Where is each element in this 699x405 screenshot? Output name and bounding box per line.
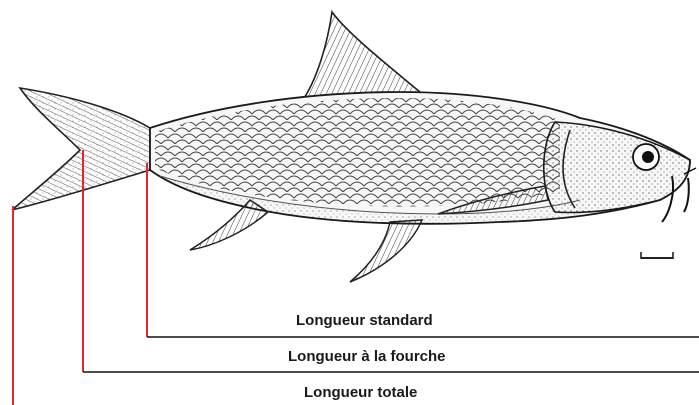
pelvic-fin <box>190 200 268 250</box>
standard-length-label: Longueur standard <box>296 313 433 328</box>
fork-length-label: Longueur à la fourche <box>288 349 446 364</box>
fish-head <box>544 122 696 222</box>
dorsal-fin <box>300 12 420 104</box>
caudal-fin <box>12 88 150 210</box>
scale-bar-icon <box>641 252 673 259</box>
anal-fin <box>350 220 422 282</box>
total-length-label: Longueur totale <box>304 385 417 400</box>
